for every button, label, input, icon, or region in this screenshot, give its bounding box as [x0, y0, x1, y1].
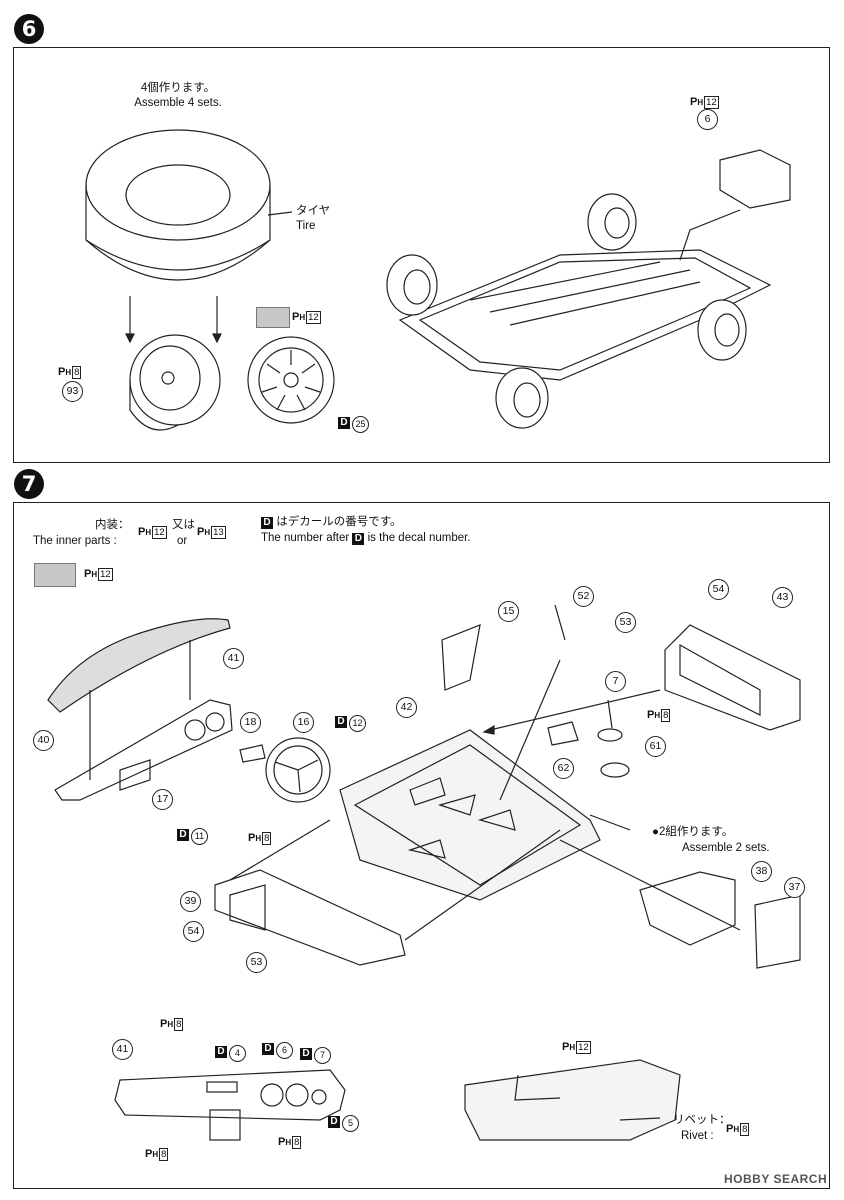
watermark: HOBBY SEARCH [724, 1172, 828, 1186]
dash-part-41: 41 [112, 1039, 133, 1060]
part-39: 39 [180, 891, 201, 912]
inner-parts-jp: 内装： [95, 519, 130, 531]
part-40: 40 [33, 730, 54, 751]
decal-note-en: The number after D is the decal number. [261, 532, 471, 545]
dashboard-illustration [54, 699, 233, 801]
floor-pan-illustration [339, 729, 601, 901]
assemble-2-en: Assemble 2 sets. [682, 842, 770, 854]
part-54-b: 54 [183, 921, 204, 942]
tire-label-jp: タイヤ [296, 205, 331, 217]
part-61: 61 [645, 736, 666, 757]
part-37: 37 [784, 877, 805, 898]
part-18: 18 [240, 712, 261, 733]
rivet-label-en: Rivet : [681, 1130, 714, 1142]
part-52: 52 [573, 586, 594, 607]
step-6-badge: 6 [14, 14, 44, 44]
rivet-label-jp: リベット： [673, 1114, 731, 1126]
step-7-panel [13, 502, 830, 1189]
assemble-2-jp: ●2組作ります。 [652, 826, 734, 838]
rear-seat-illustration [664, 624, 801, 731]
part-41: 41 [223, 648, 244, 669]
or-jp: 又は [172, 519, 195, 531]
part-6: 6 [697, 109, 718, 130]
part-7: 7 [605, 671, 626, 692]
chassis-illustration [386, 149, 791, 429]
bucket-seat-illustration [639, 871, 801, 969]
part-38: 38 [751, 861, 772, 882]
or-en: or [177, 535, 188, 547]
tire-label-en: Tire [296, 220, 316, 232]
part-16: 16 [293, 712, 314, 733]
door-illustration [464, 1059, 681, 1141]
part-53-b: 53 [246, 952, 267, 973]
part-53-a: 53 [615, 612, 636, 633]
steering-wheel-illustration [239, 737, 331, 803]
part-43: 43 [772, 587, 793, 608]
front-panel-illustration [214, 869, 406, 966]
part-93: 93 [62, 381, 83, 402]
inner-parts-en: The inner parts : [33, 535, 117, 547]
step6-note-en: Assemble 4 sets. [134, 97, 222, 109]
part-42: 42 [396, 697, 417, 718]
dashboard-detail-illustration [114, 1069, 346, 1141]
part-15: 15 [498, 601, 519, 622]
color-swatch-step7 [34, 563, 76, 587]
dash-cover-illustration [47, 618, 231, 713]
decal-note-jp: D はデカールの番号です。 [261, 515, 402, 529]
wheel-front-illustration [247, 336, 335, 424]
step6-note-jp: 4個作ります。 [140, 82, 216, 94]
part-62: 62 [553, 758, 574, 779]
part-17: 17 [152, 789, 173, 810]
part-54-a: 54 [708, 579, 729, 600]
step-6-panel [13, 47, 830, 463]
wheel-side-illustration [129, 334, 221, 431]
color-swatch-step6 [256, 307, 290, 328]
step-7-badge: 7 [14, 469, 44, 499]
tire-illustration [85, 129, 271, 281]
